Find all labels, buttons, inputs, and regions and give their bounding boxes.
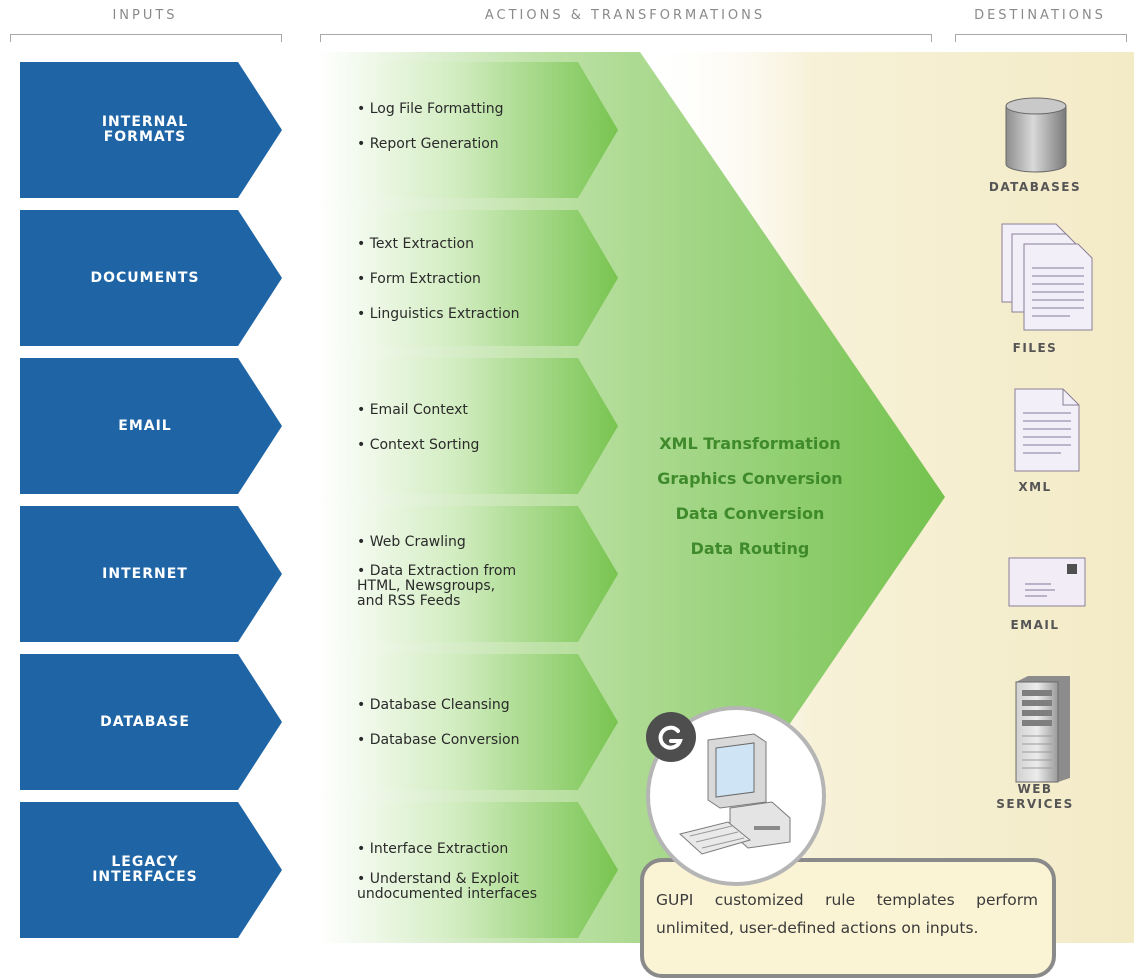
- action-item: • Understand & Exploit undocumented inte…: [357, 871, 538, 902]
- input-arrow-email: [20, 358, 282, 494]
- action-item: • Linguistics Extraction: [357, 306, 520, 322]
- action-chevron-database: [320, 654, 618, 790]
- xml-document-icon: [1014, 388, 1080, 472]
- files-icon: [1001, 223, 1093, 331]
- input-database: DATABASE: [100, 713, 190, 730]
- action-item: • Form Extraction: [357, 271, 481, 287]
- action-item: • Text Extraction: [357, 236, 474, 252]
- input-documents: DOCUMENTS: [90, 269, 200, 286]
- destinations-bracket: [955, 34, 1127, 42]
- database-icon: [1005, 97, 1067, 173]
- input-arrow-legacy-interfaces: [20, 802, 282, 938]
- caption-text: GUPI customized rule templates perform u…: [656, 891, 1038, 937]
- transformation-item: Graphics Conversion: [657, 469, 843, 488]
- action-item: • Web Crawling: [357, 534, 466, 550]
- input-arrow-internet: [20, 506, 282, 642]
- transformation-item: Data Conversion: [675, 504, 825, 523]
- action-chevron-legacy-interfaces: [320, 802, 618, 938]
- transformation-list: XML Transformation Graphics Conversion D…: [640, 432, 860, 572]
- inputs-bracket: [10, 34, 282, 42]
- actions-documents: • Text Extraction • Form Extraction • Li…: [357, 236, 520, 341]
- action-item: • Database Cleansing: [357, 697, 510, 713]
- actions-bracket: [320, 34, 932, 42]
- actions-internal-formats: • Log File Formatting • Report Generatio…: [357, 101, 504, 171]
- action-chevron-email: [320, 358, 618, 494]
- action-item: • Email Context: [357, 402, 468, 418]
- server-tower-icon: [1015, 676, 1070, 783]
- action-item: • Log File Formatting: [357, 101, 504, 117]
- actions-database: • Database Cleansing • Database Conversi…: [357, 697, 519, 767]
- flow-diagram-background: [20, 52, 1134, 943]
- inputs-header: INPUTS: [112, 8, 178, 23]
- destination-web-services: WEB SERVICES: [996, 782, 1074, 811]
- action-chevron-documents: [320, 210, 618, 346]
- transformation-item: Data Routing: [690, 539, 810, 558]
- action-item: • Report Generation: [357, 136, 499, 152]
- input-arrows: [20, 62, 282, 938]
- actions-email: • Email Context • Context Sorting: [357, 402, 479, 472]
- input-email: EMAIL: [118, 417, 172, 434]
- gupi-logo-icon: [646, 712, 696, 762]
- computer-icon: [678, 733, 791, 855]
- input-internet: INTERNET: [102, 565, 188, 582]
- transformation-item: XML Transformation: [659, 434, 841, 453]
- action-chevron-internet: [320, 506, 618, 642]
- input-internal-formats: INTERNAL FORMATS: [101, 114, 189, 145]
- destination-databases: DATABASES: [988, 180, 1082, 194]
- action-item: • Interface Extraction: [357, 841, 509, 857]
- action-chevron-internal-formats: [320, 62, 618, 198]
- destinations-header: DESTINATIONS: [974, 8, 1106, 23]
- actions-legacy-interfaces: • Interface Extraction • Understand & Ex…: [357, 841, 537, 921]
- input-arrow-documents: [20, 210, 282, 346]
- destination-xml: XML: [1018, 480, 1052, 494]
- input-legacy-interfaces: LEGACY INTERFACES: [92, 854, 198, 885]
- envelope-icon: [1008, 557, 1086, 607]
- action-item: • Context Sorting: [357, 437, 480, 453]
- input-arrow-database: [20, 654, 282, 790]
- destination-files: FILES: [1012, 341, 1058, 355]
- action-item: • Database Conversion: [357, 732, 520, 748]
- action-chevrons: [320, 62, 618, 938]
- action-item: • Data Extraction from HTML, Newsgroups,…: [357, 563, 517, 609]
- actions-header: ACTIONS & TRANSFORMATIONS: [484, 8, 766, 23]
- destination-email: EMAIL: [1010, 618, 1060, 632]
- input-arrow-internal-formats: [20, 62, 282, 198]
- actions-internet: • Web Crawling • Data Extraction from HT…: [357, 534, 516, 628]
